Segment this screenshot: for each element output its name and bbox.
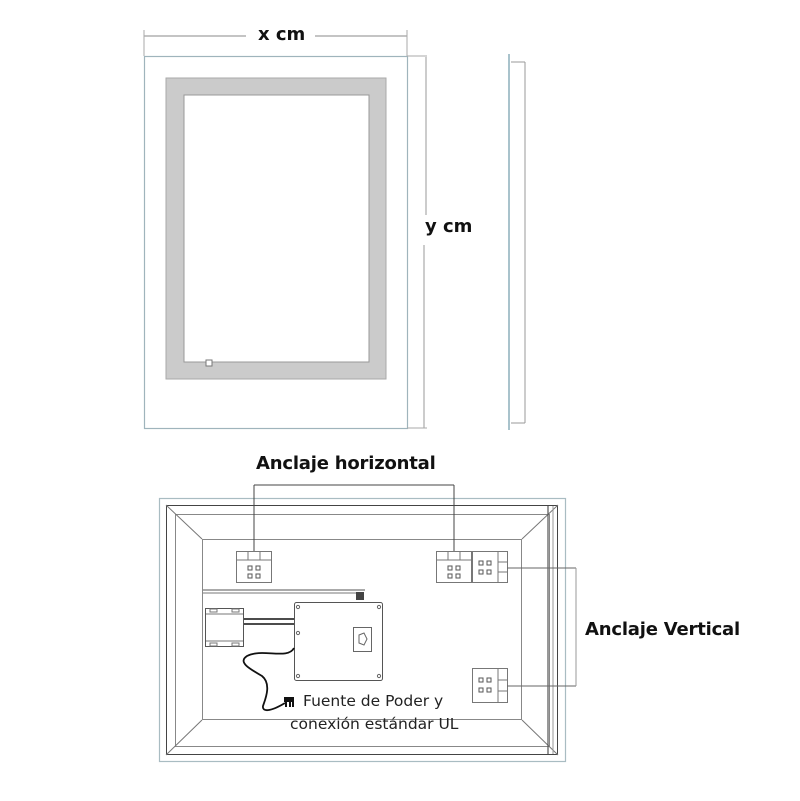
vertical-anchor-bottom xyxy=(472,668,508,703)
transformer-box xyxy=(205,608,244,647)
back-panel xyxy=(202,539,522,720)
power-cord xyxy=(242,647,295,712)
height-dimension-label: y cm xyxy=(425,216,473,237)
horizontal-anchor-left xyxy=(236,551,272,583)
back-outer-frame xyxy=(158,497,567,763)
driver-connector-icon xyxy=(358,632,368,646)
side-view xyxy=(508,54,526,430)
mirror-outline xyxy=(143,55,409,430)
width-dimension-label: x cm xyxy=(258,24,306,45)
horizontal-anchor-right xyxy=(436,551,472,583)
plug-icon xyxy=(284,697,294,707)
back-view xyxy=(158,484,577,763)
cable-clip-icon xyxy=(356,592,364,600)
horizontal-anchor-label: Anclaje horizontal xyxy=(256,453,436,474)
power-note-line1: Fuente de Poder y xyxy=(303,692,444,710)
power-note-line2: conexión estándar UL xyxy=(290,715,459,733)
vertical-anchor-top xyxy=(472,551,508,583)
vertical-anchor-label: Anclaje Vertical xyxy=(585,619,740,640)
power-driver-box xyxy=(294,602,383,681)
touch-switch-icon xyxy=(205,359,213,367)
front-view xyxy=(143,30,526,430)
mirror-glass xyxy=(183,94,370,363)
